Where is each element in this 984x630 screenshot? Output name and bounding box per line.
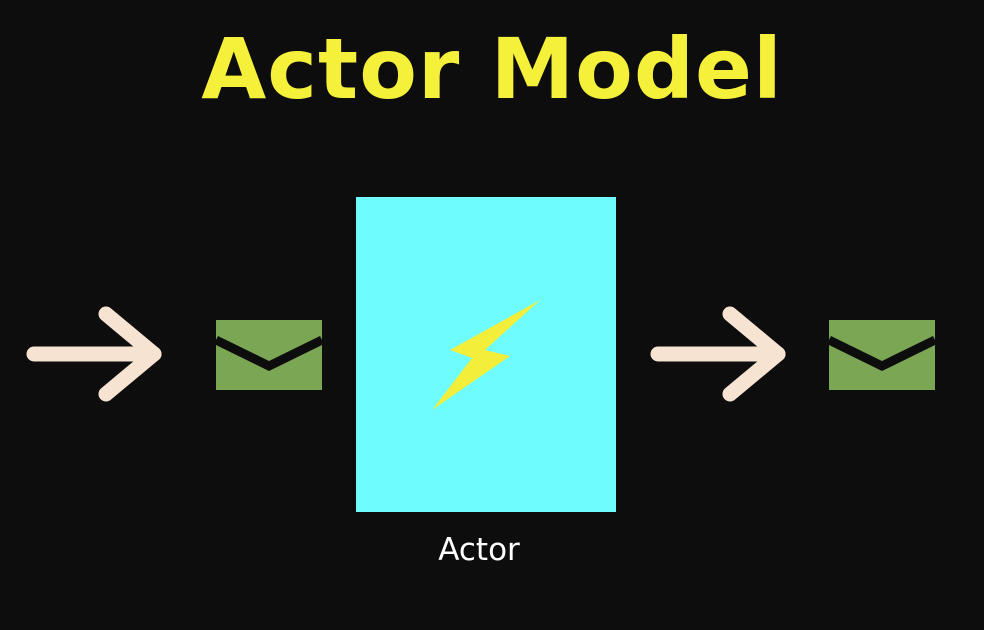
outgoing-message-envelope-icon [829, 320, 935, 390]
outgoing-arrow-icon [650, 306, 786, 402]
lightning-bolt-icon [432, 300, 540, 410]
actor-label: Actor [438, 532, 520, 568]
incoming-message-envelope-icon [216, 320, 322, 390]
incoming-arrow-icon [26, 306, 162, 402]
slide-title: Actor Model [201, 20, 783, 118]
